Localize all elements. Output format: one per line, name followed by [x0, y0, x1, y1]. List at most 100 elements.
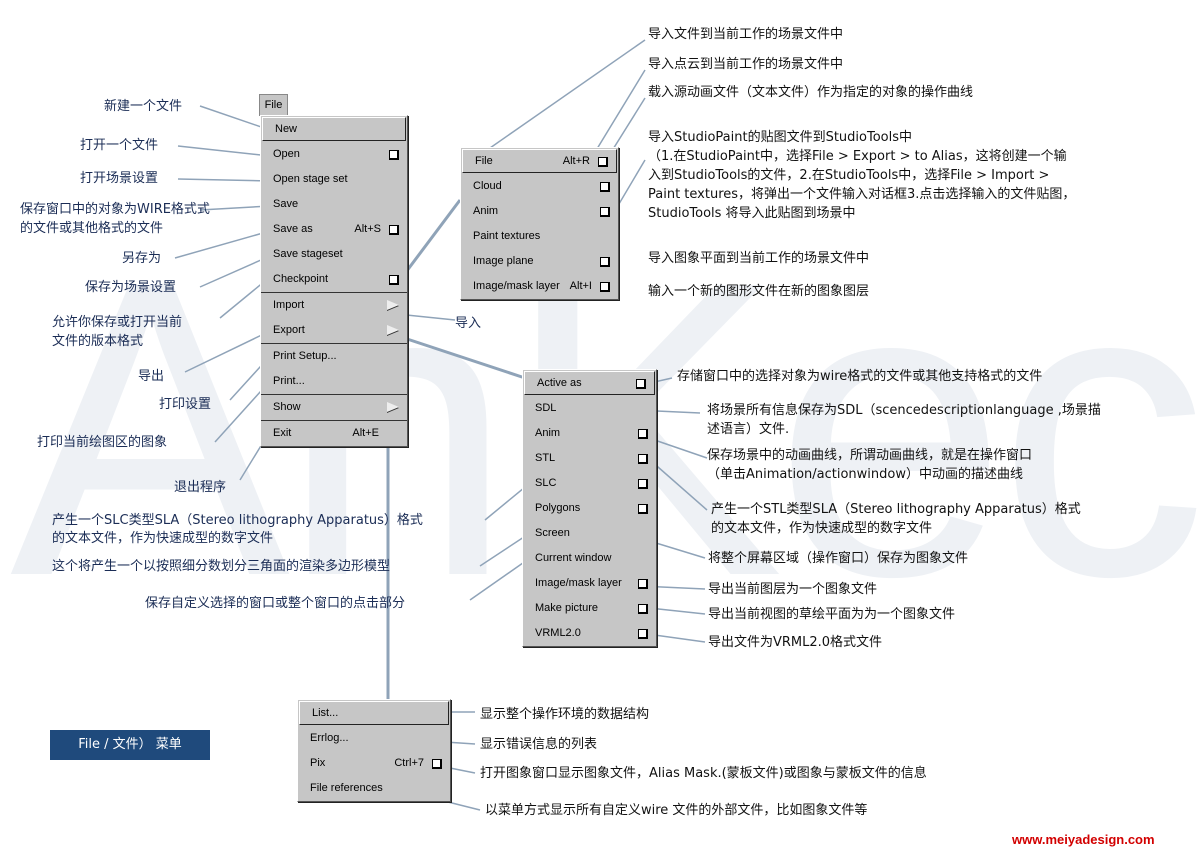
label: Errlog... [310, 732, 349, 744]
note-export-sdl-1: 将场景所有信息保存为SDL（scencedescriptionlanguage … [707, 403, 1101, 418]
label: Print... [273, 375, 305, 387]
option-box-icon[interactable] [598, 157, 608, 167]
label: Open stage set [273, 173, 348, 185]
submenu-arrow-icon [387, 325, 399, 335]
option-box-icon[interactable] [636, 379, 646, 389]
option-box-icon[interactable] [389, 150, 399, 160]
shortcut: Ctrl+7 [394, 757, 424, 769]
label: VRML2.0 [535, 627, 581, 639]
export-item-make-picture[interactable]: Make picture [523, 596, 656, 621]
menu-item-save-stageset[interactable]: Save stageset [261, 242, 407, 267]
import-item-anim[interactable]: Anim [461, 199, 618, 224]
label: Image/mask layer [535, 577, 622, 589]
option-box-icon[interactable] [638, 604, 648, 614]
show-item-file-references[interactable]: File references [298, 776, 450, 801]
file-menu-button[interactable]: File [259, 94, 288, 116]
menu-item-print-setup[interactable]: Print Setup... [261, 344, 407, 369]
export-submenu: Active as SDL Anim STL SLC Polygons Scre… [522, 369, 657, 647]
menu-item-save[interactable]: Save [261, 192, 407, 217]
export-item-stl[interactable]: STL [523, 446, 656, 471]
label: Polygons [535, 502, 581, 514]
label: Paint textures [473, 230, 541, 242]
note-save-stageset: 保存为场景设置 [85, 280, 177, 295]
import-item-image-plane[interactable]: Image plane [461, 249, 618, 274]
note-show-file-refs: 以菜单方式显示所有自定义wire 文件的外部文件，比如图象文件等 [485, 803, 868, 818]
shortcut: Alt+R [562, 155, 590, 167]
menu-item-open-stage-set[interactable]: Open stage set [261, 167, 407, 192]
menu-item-new[interactable]: New [262, 117, 406, 141]
menu-item-export[interactable]: Export [261, 318, 407, 344]
label: Save [273, 198, 299, 210]
note-import-paint-2: 入到StudioTools的文件，2.在StudioTools中，选择File … [648, 168, 1050, 183]
menu-item-open[interactable]: Open [261, 142, 407, 167]
note-import-paint-1: （1.在StudioPaint中，选择File > Export > to Al… [648, 149, 1067, 164]
note-import-file: 导入文件到当前工作的场景文件中 [648, 27, 844, 42]
option-box-icon[interactable] [432, 759, 442, 769]
option-box-icon[interactable] [638, 429, 648, 439]
option-box-icon[interactable] [389, 275, 399, 285]
option-box-icon[interactable] [638, 629, 648, 639]
menu-item-print[interactable]: Print... [261, 369, 407, 395]
export-item-vrml[interactable]: VRML2.0 [523, 621, 656, 646]
export-item-image-mask-layer[interactable]: Image/mask layer [523, 571, 656, 596]
option-box-icon[interactable] [600, 182, 610, 192]
label: Make picture [535, 602, 598, 614]
note-export: 导出 [138, 369, 165, 384]
note-show-pix: 打开图象窗口显示图象文件，Alias Mask.(蒙板文件)或图象与蒙板文件的信… [480, 766, 927, 781]
option-box-icon[interactable] [638, 454, 648, 464]
shortcut: Alt+S [354, 223, 381, 235]
menu-item-show[interactable]: Show [261, 395, 407, 421]
note-checkpoint-1: 允许你保存或打开当前 [52, 315, 183, 330]
note-import-anim: 载入源动画文件（文本文件）作为指定的对象的操作曲线 [648, 85, 974, 100]
option-box-icon[interactable] [600, 282, 610, 292]
option-box-icon[interactable] [638, 579, 648, 589]
label: Show [273, 401, 301, 413]
export-item-slc[interactable]: SLC [523, 471, 656, 496]
note-import: 导入 [455, 316, 482, 331]
note-import-paint-3: Paint textures，将弹出一个文件输入对话框3.点击选择输入的文件贴图… [648, 187, 1076, 202]
label: Screen [535, 527, 570, 539]
note-new: 新建一个文件 [104, 99, 183, 114]
show-item-errlog[interactable]: Errlog... [298, 726, 450, 751]
label: Checkpoint [273, 273, 329, 285]
option-box-icon[interactable] [600, 207, 610, 217]
import-item-paint-textures[interactable]: Paint textures [461, 224, 618, 249]
menu-item-import[interactable]: Import [261, 293, 407, 318]
option-box-icon[interactable] [638, 479, 648, 489]
export-item-screen[interactable]: Screen [523, 521, 656, 546]
import-item-cloud[interactable]: Cloud [461, 174, 618, 199]
note-slc-1: 产生一个SLC类型SLA（Stereo lithography Apparatu… [52, 513, 423, 528]
label: STL [535, 452, 556, 464]
note-open: 打开一个文件 [80, 138, 159, 153]
export-item-current-window[interactable]: Current window [523, 546, 656, 571]
label: Cloud [473, 180, 502, 192]
label: SDL [535, 402, 557, 414]
export-item-active-as[interactable]: Active as [524, 371, 655, 395]
label: SLC [535, 477, 557, 489]
option-box-icon[interactable] [389, 225, 399, 235]
menu-item-checkpoint[interactable]: Checkpoint [261, 267, 407, 293]
label: List... [312, 707, 339, 719]
export-item-polygons[interactable]: Polygons [523, 496, 656, 521]
export-item-anim[interactable]: Anim [523, 421, 656, 446]
note-current-window: 保存自定义选择的窗口或整个窗口的点击部分 [145, 596, 406, 611]
export-item-sdl[interactable]: SDL [523, 396, 656, 421]
label: File references [310, 782, 383, 794]
label: Exit [273, 427, 292, 439]
label: Active as [537, 377, 582, 389]
option-box-icon[interactable] [600, 257, 610, 267]
note-export-make-picture: 导出当前视图的草绘平面为为一个图象文件 [708, 607, 956, 622]
show-item-list[interactable]: List... [299, 701, 449, 725]
option-box-icon[interactable] [638, 504, 648, 514]
note-import-cloud: 导入点云到当前工作的场景文件中 [648, 57, 844, 72]
note-checkpoint-2: 文件的版本格式 [52, 334, 144, 349]
note-save-as: 另存为 [122, 251, 162, 266]
label: New [275, 123, 298, 135]
